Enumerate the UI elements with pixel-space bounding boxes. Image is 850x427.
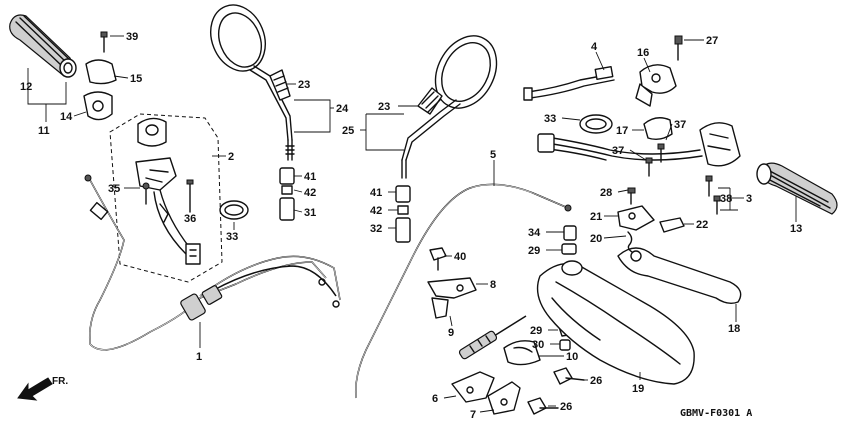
- screws-right-switch: [645, 35, 721, 215]
- callout-18: 18: [728, 323, 740, 335]
- callout-35: 35: [108, 183, 120, 195]
- callout-12: 12: [20, 81, 32, 93]
- callout-29-upper: 29: [528, 245, 540, 257]
- screw-39: [100, 31, 108, 53]
- callout-27: 27: [706, 35, 718, 47]
- leader-lines: [27, 35, 797, 413]
- callout-9: 9: [448, 327, 454, 339]
- bolt-40: [429, 247, 447, 271]
- callout-36: 36: [184, 213, 196, 225]
- lever-bracket: [617, 205, 685, 253]
- callout-1: 1: [196, 351, 202, 363]
- right-mirror: [401, 35, 498, 179]
- mirror-nuts-left: [279, 167, 295, 221]
- cable-stay-8: [427, 277, 477, 319]
- callout-30: 30: [532, 339, 544, 351]
- direction-label: FR.: [52, 376, 68, 387]
- hand-guard: [536, 260, 695, 385]
- callout-26-lower: 26: [560, 401, 572, 413]
- cable-band-right: [579, 114, 613, 134]
- callout-labels: 1 2 3 4 5 6 7 8 9 10 11 12 13 14 15 16 1…: [20, 31, 802, 421]
- right-switch-housing: [537, 64, 741, 167]
- front-direction-arrow: FR.: [17, 376, 68, 401]
- callout-11: 11: [38, 125, 50, 137]
- callout-34: 34: [528, 227, 541, 239]
- left-grip: [9, 14, 77, 78]
- callout-16: 16: [637, 47, 649, 59]
- callout-5: 5: [490, 149, 496, 161]
- callout-4: 4: [591, 41, 598, 53]
- screw-28: [627, 187, 636, 205]
- throttle-cable: [84, 174, 341, 351]
- callout-3: 3: [746, 193, 752, 205]
- callout-29-lower: 29: [530, 325, 542, 337]
- callout-31: 31: [304, 207, 316, 219]
- callout-13: 13: [790, 223, 802, 235]
- callout-14: 14: [60, 111, 73, 123]
- callout-40: 40: [454, 251, 466, 263]
- callout-23-left: 23: [298, 79, 310, 91]
- bolts-26: [527, 367, 585, 415]
- callout-41-left: 41: [304, 171, 316, 183]
- callout-37-upper: 37: [674, 119, 686, 131]
- stays-6-7: [451, 371, 521, 415]
- callout-42-right: 42: [370, 205, 382, 217]
- mirror-nuts-right: [395, 185, 411, 243]
- brake-lever: [617, 247, 742, 305]
- callout-21: 21: [590, 211, 602, 223]
- mirror-boot-left: [269, 69, 291, 101]
- diagram-code: GBMV-F0301 A: [680, 408, 752, 419]
- callout-33-left: 33: [226, 231, 238, 243]
- left-switch-housing: [83, 59, 117, 121]
- callout-42-left: 42: [304, 187, 316, 199]
- mirror-boot-right: [417, 87, 443, 115]
- callout-7: 7: [470, 409, 476, 421]
- callout-41-right: 41: [370, 187, 382, 199]
- holder-10: [503, 340, 541, 366]
- switch-assembly-outline: [109, 113, 223, 283]
- callout-17: 17: [616, 125, 628, 137]
- callout-37-lower: 37: [612, 145, 624, 157]
- callout-33-right: 33: [544, 113, 556, 125]
- nuts-34-29-upper: [561, 225, 577, 255]
- callout-39: 39: [126, 31, 138, 43]
- callout-20: 20: [590, 233, 602, 245]
- callout-23-right: 23: [378, 101, 390, 113]
- callout-22: 22: [696, 219, 708, 231]
- callout-8: 8: [490, 279, 496, 291]
- cable-band-left: [219, 200, 249, 220]
- left-mirror: [210, 4, 295, 161]
- callout-26-upper: 26: [590, 375, 602, 387]
- callout-2: 2: [228, 151, 234, 163]
- callout-25: 25: [342, 125, 354, 137]
- wire-harness-4: [523, 65, 615, 101]
- callout-19: 19: [632, 383, 644, 395]
- callout-10: 10: [566, 351, 578, 363]
- lever-cable: [354, 183, 572, 399]
- right-grip: [756, 162, 838, 215]
- callout-38: 38: [720, 193, 732, 205]
- callout-15: 15: [130, 73, 142, 85]
- callout-24: 24: [336, 103, 349, 115]
- callout-6: 6: [432, 393, 438, 405]
- callout-28: 28: [600, 187, 612, 199]
- callout-32: 32: [370, 223, 382, 235]
